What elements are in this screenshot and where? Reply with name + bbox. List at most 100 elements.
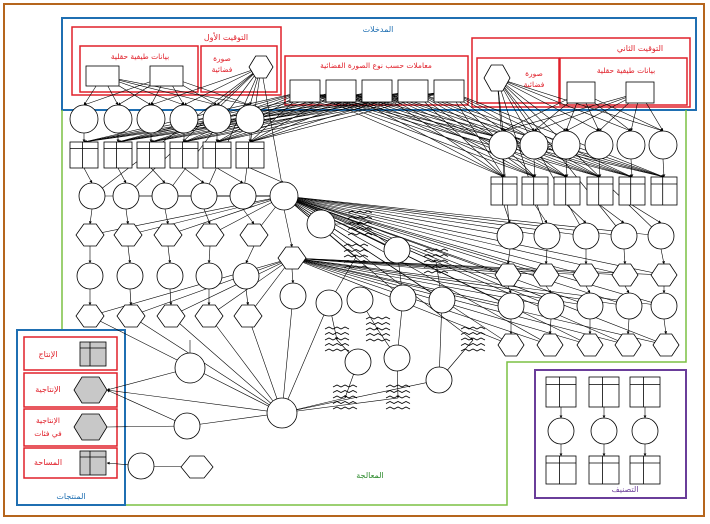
process-circle [648,130,678,160]
product-box-4 [23,447,118,479]
product-process-circle [127,452,155,480]
process-circle [547,417,575,445]
process-circle [537,292,565,320]
process-circle [269,181,299,211]
raster-hexagon [75,304,105,328]
spectral-stack-icon [347,210,373,236]
inputs-label: المدخلات [363,25,394,34]
coefficient-box [361,79,393,103]
coefficient-box [433,79,465,103]
time2-field-data-box [559,57,688,106]
table-icon [103,141,133,169]
table-icon [235,141,265,169]
spectral-stack-icon [460,326,486,352]
time1-image-label-1: صورة [213,54,231,63]
raster-hexagon [153,223,183,247]
process-circle [497,292,525,320]
raster-hexagon [614,333,642,357]
coefficient-box [397,79,429,103]
raster-hexagon [277,246,307,270]
product-label-3b: في فئات [34,429,62,438]
coefficient-box [289,79,321,103]
raster-hexagon [497,333,525,357]
process-circle [533,222,561,250]
table-icon [69,141,99,169]
process-circle [584,130,614,160]
process-circle [112,182,140,210]
process-circle [151,182,179,210]
process-circle [346,286,374,314]
classification-region [534,369,687,499]
product-label-4: المساحة [34,458,62,467]
product-process-circle [266,397,298,429]
table-icon [490,176,518,206]
products-region [16,329,126,506]
process-circle [389,284,417,312]
product-label-1: الإنتاج [38,350,57,360]
time1-image-label-2: فضائية [212,65,233,74]
spectral-stack-icon [343,243,369,269]
process-circle [69,104,99,134]
raster-hexagon [532,263,560,287]
time2-group [471,37,691,108]
time1-label: التوقيت الأول [204,32,248,42]
time2-image-box [476,57,560,104]
table-icon [618,176,646,206]
process-circle [519,130,549,160]
time2-satellite-image-icon [483,64,511,92]
product-icon-2 [73,376,108,404]
process-circle [232,262,260,290]
product-process-circle [174,352,206,384]
table-icon [586,176,614,206]
time1-satellite-image-icon [248,55,274,79]
spectral-stack-icon [385,384,411,410]
raster-hexagon [611,263,639,287]
table-icon [545,376,577,408]
process-circle [425,366,453,394]
process-circle [78,182,106,210]
process-circle [428,286,456,314]
process-circle [551,130,581,160]
process-circle [169,104,199,134]
process-circle [383,344,411,372]
process-circle [344,348,372,376]
time2-field-data-box-b [625,81,655,104]
process-circle [590,417,618,445]
time1-field-data-box-b [149,65,184,87]
table-icon [521,176,549,206]
table-icon [588,455,620,485]
product-icon-1 [79,341,107,367]
spectral-stack-icon [423,248,449,274]
time1-field-data-box-a [85,65,120,87]
process-circle [488,130,518,160]
raster-hexagon [195,223,225,247]
process-circle [631,417,659,445]
process-circle [383,236,411,264]
process-circle [306,209,336,239]
process-circle [315,289,343,317]
process-circle [616,130,646,160]
process-circle [116,262,144,290]
table-icon [650,176,678,206]
table-icon [629,376,661,408]
table-icon [545,455,577,485]
raster-hexagon [652,333,680,357]
process-circle [496,222,524,250]
process-circle [202,104,232,134]
raster-hexagon [494,263,522,287]
process-circle [229,182,257,210]
process-circle [195,262,223,290]
process-circle [647,222,675,250]
time2-label: التوقيت الثاني [617,44,663,53]
product-box-1 [23,336,118,371]
raster-hexagon [650,263,678,287]
process-circle [156,262,184,290]
process-circle [572,222,600,250]
process-circle [610,222,638,250]
process-circle [615,292,643,320]
time2-field-data-box-a [566,81,596,104]
coefficients-label: معاملات حسب نوع الصورة الفضائية [320,61,432,70]
product-box-3 [23,408,118,447]
product-box-2 [23,372,118,408]
